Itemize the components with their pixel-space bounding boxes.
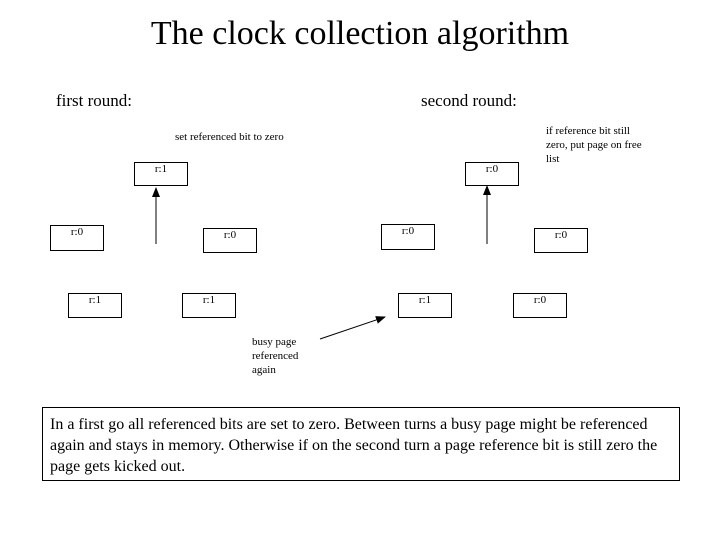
page-bit-label: r:0	[223, 229, 237, 241]
page-bit-label: r:0	[70, 226, 84, 238]
page-box-first-right: r:0	[203, 228, 257, 253]
first-round-label: first round:	[56, 91, 133, 110]
page-bit-label: r:1	[418, 294, 432, 306]
page-box-second-left: r:0	[381, 224, 435, 250]
page-box-first-bottom-left: r:1	[68, 293, 122, 318]
page-bit-label: r:0	[485, 163, 499, 175]
page-bit-label: r:1	[154, 163, 168, 175]
busy-page-note: busy page referenced again	[252, 336, 299, 376]
set-bit-zero-note: set referenced bit to zero	[175, 131, 284, 143]
busy-page-arrow	[319, 316, 386, 340]
explanation-caption: In a first go all referenced bits are se…	[42, 407, 680, 481]
page-bit-label: r:0	[533, 294, 547, 306]
page-bit-label: r:1	[202, 294, 216, 306]
reference-still-zero-note: if reference bit still zero, put page on…	[546, 125, 642, 165]
page-box-first-bottom-right: r:1	[182, 293, 236, 318]
page-bit-label: r:1	[88, 294, 102, 306]
page-box-first-top: r:1	[134, 162, 188, 186]
second-round-label: second round:	[421, 91, 517, 110]
page-bit-label: r:0	[554, 229, 568, 241]
page-title: The clock collection algorithm	[150, 15, 570, 52]
page-bit-label: r:0	[401, 225, 415, 237]
page-box-second-bottom-right: r:0	[513, 293, 567, 318]
page-box-second-right: r:0	[534, 228, 588, 253]
page-box-second-top: r:0	[465, 162, 519, 186]
page-box-second-bottom-left: r:1	[398, 293, 452, 318]
page-box-first-left: r:0	[50, 225, 104, 251]
